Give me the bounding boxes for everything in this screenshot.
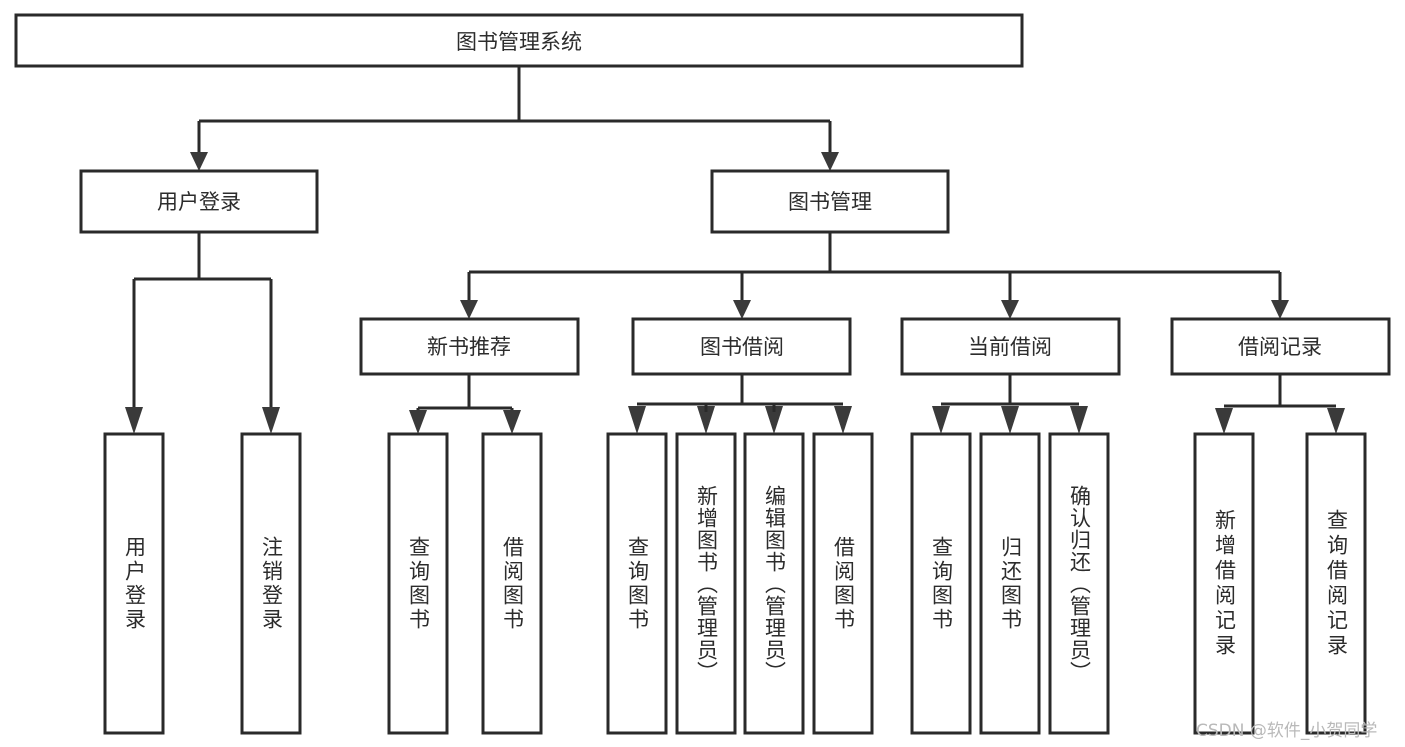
node-leaf-query-record-box[interactable] <box>1305 432 1367 735</box>
arrow-head-leaf-add-book <box>697 406 715 434</box>
node-leaf-query-book-3-box[interactable] <box>910 432 972 735</box>
arrow-head-leaf-borrow-book-1 <box>503 410 521 434</box>
node-root-box[interactable] <box>14 13 1024 68</box>
arrow-head-leaf-user-logout <box>262 407 280 434</box>
node-book-borrow[interactable]: 图书借阅 <box>631 317 852 376</box>
arrow-head-leaf-add-record <box>1215 408 1233 434</box>
node-current-borrow[interactable]: 当前借阅 <box>900 317 1121 376</box>
node-new-book-recommend-box[interactable] <box>359 317 580 376</box>
node-user-login[interactable]: 用户登录 <box>79 169 319 234</box>
node-leaf-add-record-box[interactable] <box>1193 432 1255 735</box>
arrow-head-leaf-confirm-return <box>1070 406 1088 434</box>
node-current-borrow-box[interactable] <box>900 317 1121 376</box>
node-leaf-borrow-book-2-box[interactable] <box>812 432 874 735</box>
arrow-head-new-book-recommend <box>460 300 478 319</box>
csdn-watermark: CSDN @软件_小贺同学 <box>1196 721 1378 741</box>
node-leaf-return-book-box[interactable] <box>979 432 1041 735</box>
node-leaf-user-login-box[interactable] <box>103 432 165 735</box>
node-root[interactable]: 图书管理系统 <box>14 13 1024 68</box>
node-new-book-recommend[interactable]: 新书推荐 <box>359 317 580 376</box>
node-book-management-box[interactable] <box>710 169 950 234</box>
node-user-login-box[interactable] <box>79 169 319 234</box>
arrow-head-leaf-edit-book <box>765 406 783 434</box>
node-borrow-record-box[interactable] <box>1170 317 1391 376</box>
node-borrow-record-label: 借阅记录 <box>1238 335 1322 359</box>
node-leaf-confirm-return-box[interactable] <box>1048 432 1110 735</box>
arrow-head-leaf-query-record <box>1327 408 1345 434</box>
node-book-management-label: 图书管理 <box>788 190 872 214</box>
arrow-head-current-borrow <box>1001 300 1019 319</box>
arrow-head-leaf-borrow-book-2 <box>834 406 852 434</box>
connector-group <box>125 66 1345 434</box>
arrow-head-user-login <box>190 152 208 171</box>
node-borrow-record[interactable]: 借阅记录 <box>1170 317 1391 376</box>
node-leaf-query-book-2-box[interactable] <box>606 432 668 735</box>
arrow-head-book-management <box>821 152 839 171</box>
node-leaf-query-book-1-box[interactable] <box>387 432 449 735</box>
arrow-head-leaf-query-book-2 <box>628 406 646 434</box>
arrow-head-borrow-record <box>1271 300 1289 319</box>
node-book-borrow-box[interactable] <box>631 317 852 376</box>
arrow-head-book-borrow <box>733 300 751 319</box>
arrow-head-leaf-query-book-3 <box>932 406 950 434</box>
arrow-head-leaf-user-login <box>125 407 143 434</box>
node-leaf-add-book-box[interactable] <box>675 432 737 735</box>
node-current-borrow-label: 当前借阅 <box>968 335 1052 359</box>
arrow-head-leaf-query-book-1 <box>409 410 427 434</box>
node-book-borrow-label: 图书借阅 <box>700 335 784 359</box>
node-leaf-user-logout-box[interactable] <box>240 432 302 735</box>
node-root-label: 图书管理系统 <box>456 30 582 54</box>
node-book-management[interactable]: 图书管理 <box>710 169 950 234</box>
node-leaf-borrow-book-1-box[interactable] <box>481 432 543 735</box>
node-leaf-edit-book-box[interactable] <box>743 432 805 735</box>
arrow-head-leaf-return-book <box>1001 406 1019 434</box>
node-new-book-recommend-label: 新书推荐 <box>427 335 511 359</box>
node-user-login-label: 用户登录 <box>157 190 241 214</box>
